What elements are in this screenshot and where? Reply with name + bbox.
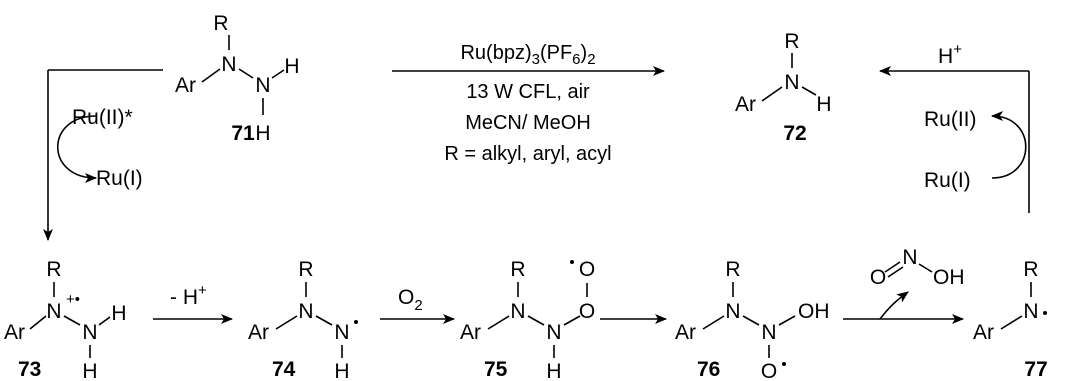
h-plus-label: H+ bbox=[938, 41, 962, 68]
atom-R: R bbox=[46, 258, 61, 281]
hono-release-arrow bbox=[879, 291, 909, 320]
atom-N: N bbox=[761, 321, 776, 344]
radical-dot bbox=[782, 362, 786, 366]
compound-76: R N Ar N OH O 76 bbox=[675, 258, 830, 381]
atom-O: O bbox=[579, 258, 595, 281]
radical-dot bbox=[1043, 311, 1047, 315]
atom-O: O bbox=[761, 360, 777, 381]
atom-Ar: Ar bbox=[460, 321, 481, 344]
compound-number-75: 75 bbox=[484, 358, 508, 381]
atom-R: R bbox=[784, 30, 799, 53]
atom-H: H bbox=[816, 93, 831, 116]
compound-71: R N Ar N H H 71 bbox=[175, 12, 300, 145]
radical-dot bbox=[354, 320, 358, 324]
atom-N: N bbox=[255, 74, 270, 97]
atom-Ar: Ar bbox=[675, 321, 696, 344]
atom-N: N bbox=[784, 71, 799, 94]
atom-Ar: Ar bbox=[735, 93, 756, 116]
atom-OH: OH bbox=[798, 300, 830, 323]
atom-Ar: Ar bbox=[973, 321, 994, 344]
compound-73: R N Ar +• N H H 73 bbox=[4, 258, 127, 381]
compound-74: R N Ar N H 74 bbox=[248, 258, 358, 381]
atom-Ar: Ar bbox=[175, 74, 196, 97]
atom-N: N bbox=[725, 300, 740, 323]
compound-72: R N Ar H 72 bbox=[735, 30, 832, 145]
condition-r-groups: R = alkyl, aryl, acyl bbox=[444, 143, 611, 165]
ru-excited-label: Ru(II)* bbox=[72, 106, 133, 129]
atom-R: R bbox=[725, 258, 740, 281]
atom-N: N bbox=[334, 321, 349, 344]
compound-75: R N Ar N H O O 75 bbox=[460, 258, 595, 381]
atom-N: N bbox=[46, 300, 61, 323]
condition-solvent: MeCN/ MeOH bbox=[465, 112, 591, 134]
o2-label: O2 bbox=[398, 286, 423, 314]
atom-O: O bbox=[870, 266, 886, 289]
atom-R: R bbox=[213, 12, 228, 35]
atom-N: N bbox=[298, 300, 313, 323]
atom-H: H bbox=[546, 360, 561, 381]
atom-O: O bbox=[579, 300, 595, 323]
atom-N: N bbox=[902, 246, 917, 269]
radical-cation: +• bbox=[66, 291, 80, 308]
atom-R: R bbox=[510, 258, 525, 281]
compound-number-73: 73 bbox=[18, 358, 41, 381]
catalyst-label: Ru(bpz)3(PF6)2 bbox=[460, 42, 595, 68]
compound-number-71: 71 bbox=[231, 122, 255, 145]
atom-OH: OH bbox=[933, 266, 965, 289]
condition-light-air: 13 W CFL, air bbox=[466, 81, 590, 103]
radical-dot bbox=[570, 260, 574, 264]
atom-N: N bbox=[510, 300, 525, 323]
hono-byproduct: O N OH bbox=[870, 246, 965, 289]
atom-H: H bbox=[284, 55, 299, 78]
ru-one-left-label: Ru(I) bbox=[96, 167, 143, 190]
atom-H: H bbox=[111, 302, 126, 325]
atom-Ar: Ar bbox=[4, 321, 25, 344]
right-pathway: H+ Ru(II) Ru(I) bbox=[879, 41, 1030, 213]
atom-N: N bbox=[1023, 300, 1038, 323]
atom-N: N bbox=[546, 321, 561, 344]
ru-two-right-label: Ru(II) bbox=[924, 108, 977, 131]
compound-number-74: 74 bbox=[272, 358, 296, 381]
atom-N: N bbox=[82, 321, 97, 344]
compound-77: R N Ar 77 bbox=[973, 258, 1048, 381]
atom-H: H bbox=[334, 360, 349, 381]
atom-N: N bbox=[221, 53, 236, 76]
compound-number-76: 76 bbox=[697, 358, 720, 381]
compound-number-77: 77 bbox=[1024, 358, 1047, 381]
compound-number-72: 72 bbox=[783, 122, 806, 145]
atom-H: H bbox=[255, 122, 270, 145]
minus-h-plus-label: - H+ bbox=[170, 282, 207, 309]
atom-R: R bbox=[1023, 258, 1038, 281]
atom-Ar: Ar bbox=[248, 321, 269, 344]
atom-R: R bbox=[298, 258, 313, 281]
left-pathway: Ru(II)* Ru(I) bbox=[43, 69, 163, 241]
ru-one-right-label: Ru(I) bbox=[924, 169, 971, 192]
atom-H: H bbox=[82, 360, 97, 381]
